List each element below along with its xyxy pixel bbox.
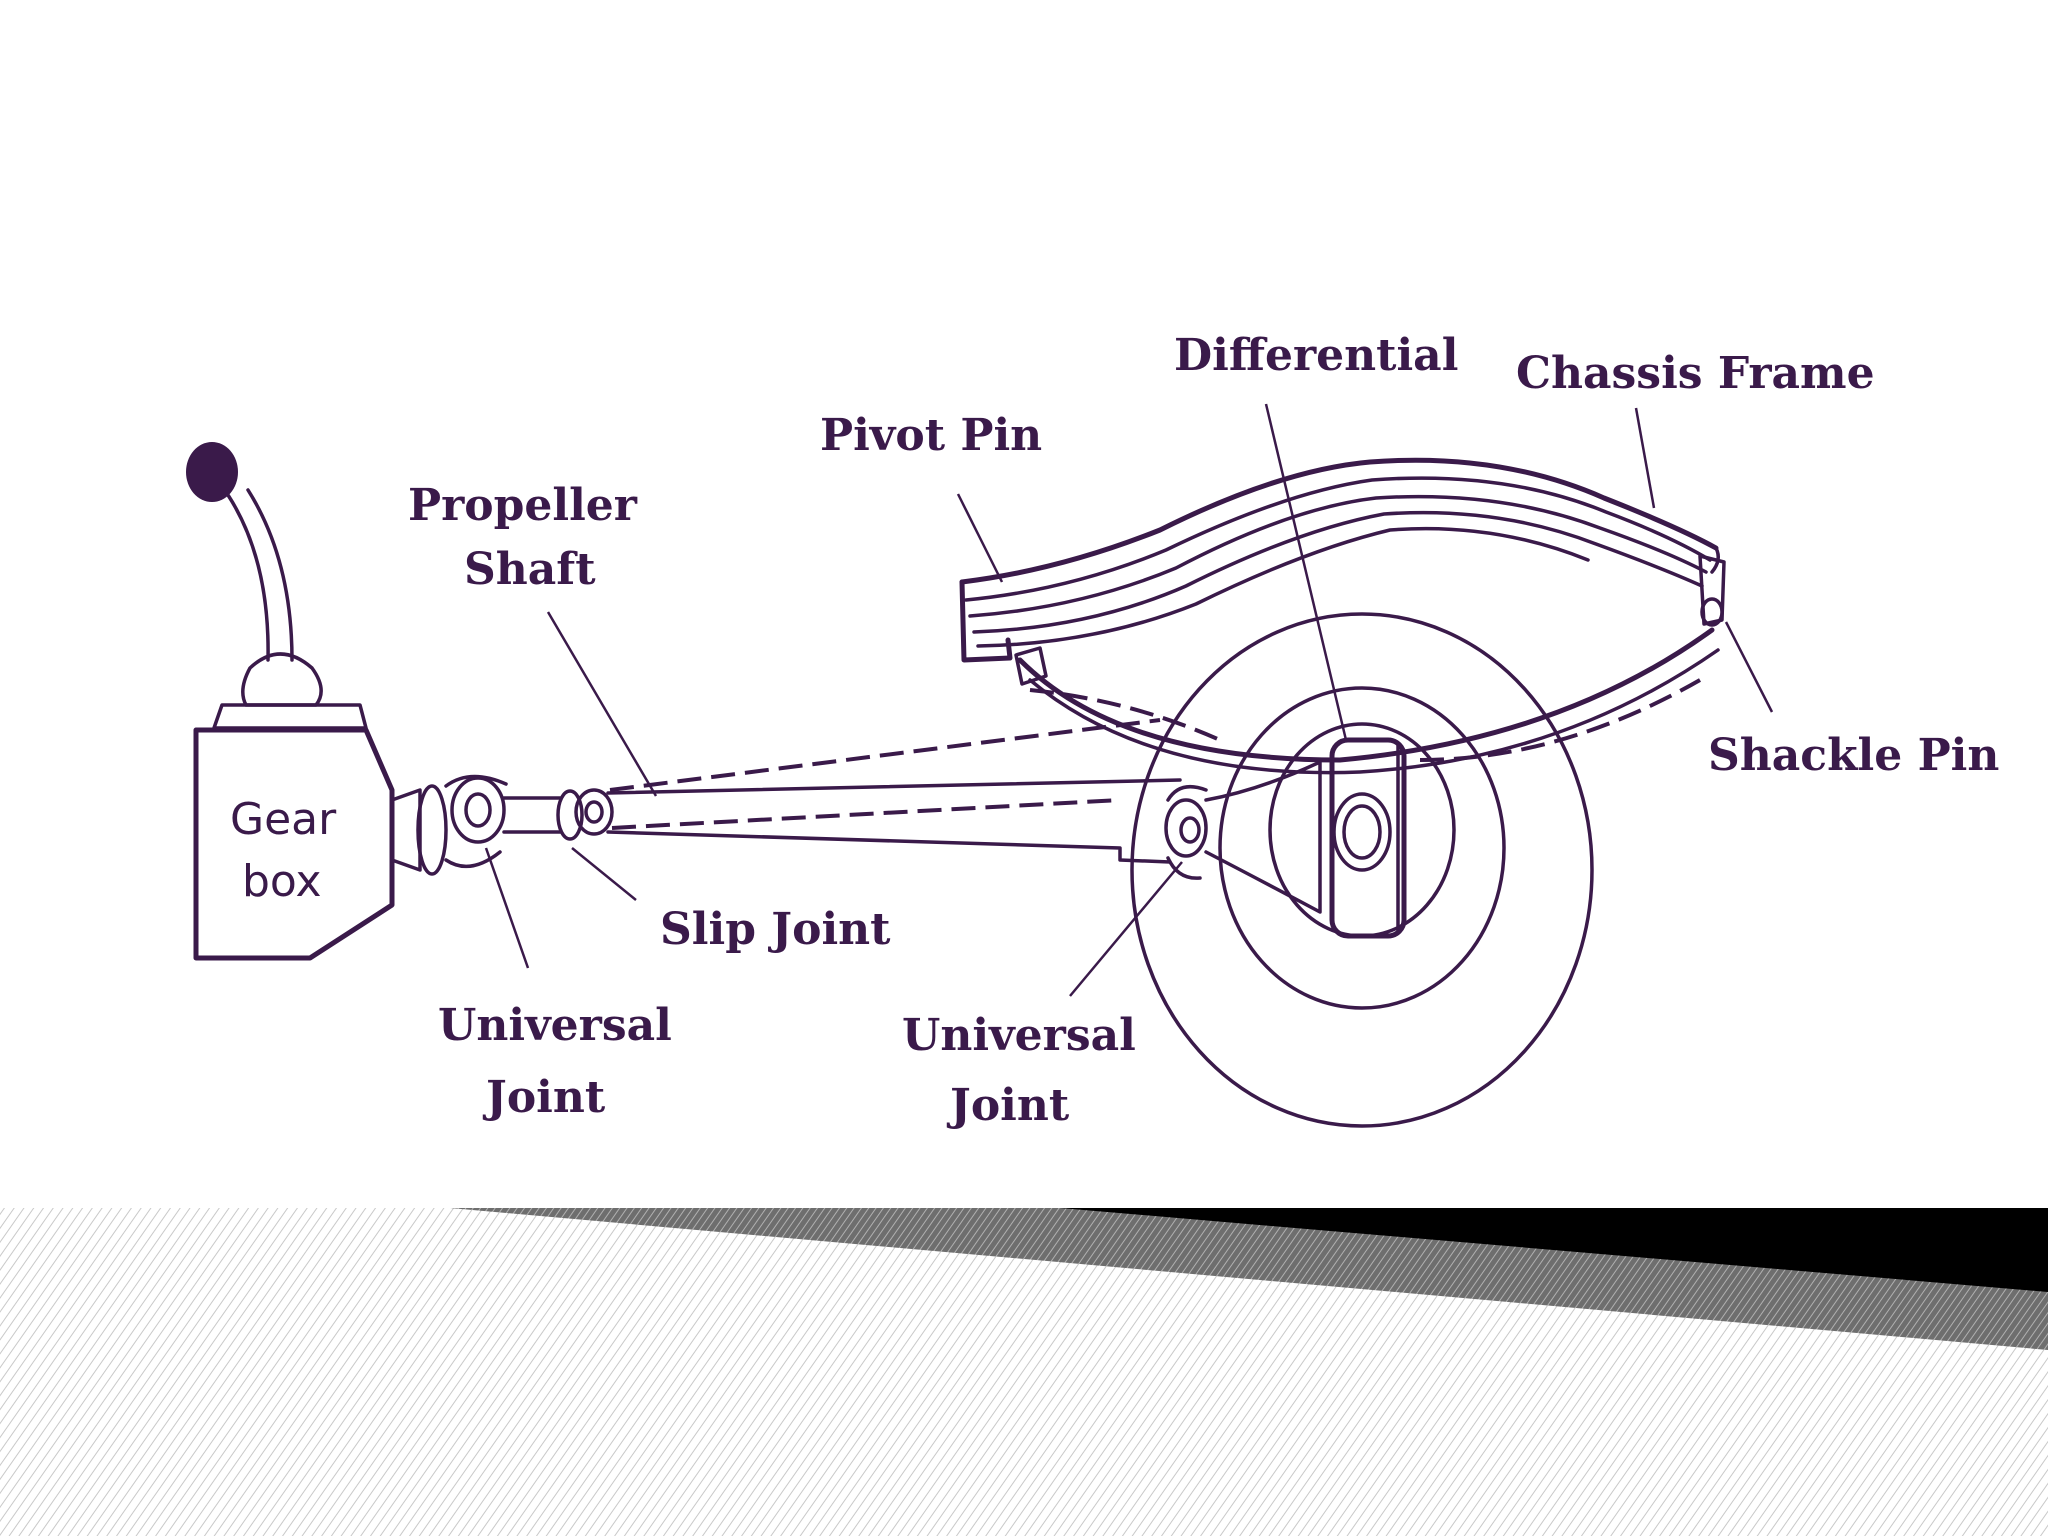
gear-box-body	[193, 727, 395, 961]
differential-housing	[1204, 737, 1407, 939]
gear-lever-knob-icon	[186, 442, 238, 502]
label-pivot-pin: Pivot Pin	[820, 410, 1042, 461]
diagram-labels: Differential Chassis Frame Pivot Pin Pro…	[408, 330, 1999, 1131]
universal-joint-front	[390, 774, 508, 876]
leader-chassis-frame	[1634, 407, 1656, 509]
label-propeller-shaft-line1: Propeller	[408, 480, 638, 531]
leaf-spring	[1014, 627, 1720, 775]
label-universal-joint-left-line1: Universal	[438, 1000, 672, 1051]
wheel-hub	[1268, 722, 1456, 938]
gear-box-label-line1: Gear	[230, 794, 337, 845]
gear-box-top	[212, 703, 368, 730]
shackle	[1698, 554, 1726, 627]
chassis-frame	[959, 457, 1720, 663]
leader-universal-joint-left	[484, 847, 530, 969]
label-slip-joint: Slip Joint	[660, 904, 891, 955]
wheel-rim	[1218, 686, 1506, 1010]
bottom-decor-band	[0, 1208, 2048, 1536]
label-propeller-shaft-line2: Shaft	[464, 544, 596, 595]
gear-box: Gear box	[193, 703, 395, 961]
leader-shackle-pin	[1724, 621, 1774, 713]
label-universal-joint-right-line2: Joint	[946, 1080, 1070, 1131]
leader-pivot-pin	[956, 493, 1004, 583]
label-universal-joint-left-line2: Joint	[482, 1072, 606, 1123]
label-chassis-frame: Chassis Frame	[1516, 348, 1875, 399]
gear-lever-stem	[226, 488, 294, 662]
gear-lever-boot	[241, 652, 323, 707]
slip-joint	[502, 788, 614, 841]
gear-lever	[186, 442, 323, 707]
universal-joint-rear	[1164, 784, 1208, 880]
label-shackle-pin: Shackle Pin	[1708, 730, 1999, 781]
propeller-shaft	[606, 718, 1182, 864]
wheel-tyre	[1130, 612, 1594, 1128]
leader-differential	[1264, 403, 1348, 741]
label-differential: Differential	[1174, 330, 1458, 381]
leader-universal-joint-right	[1069, 861, 1183, 997]
black-wedge	[1060, 1208, 2048, 1292]
wheel	[1130, 612, 1594, 1128]
leader-slip-joint	[571, 847, 637, 901]
label-universal-joint-right-line1: Universal	[902, 1010, 1136, 1061]
driveline-diagram: Gear box	[186, 330, 1999, 1131]
leader-propeller-shaft	[546, 611, 658, 797]
leader-lines	[484, 403, 1774, 997]
gear-box-label-line2: box	[242, 856, 322, 907]
